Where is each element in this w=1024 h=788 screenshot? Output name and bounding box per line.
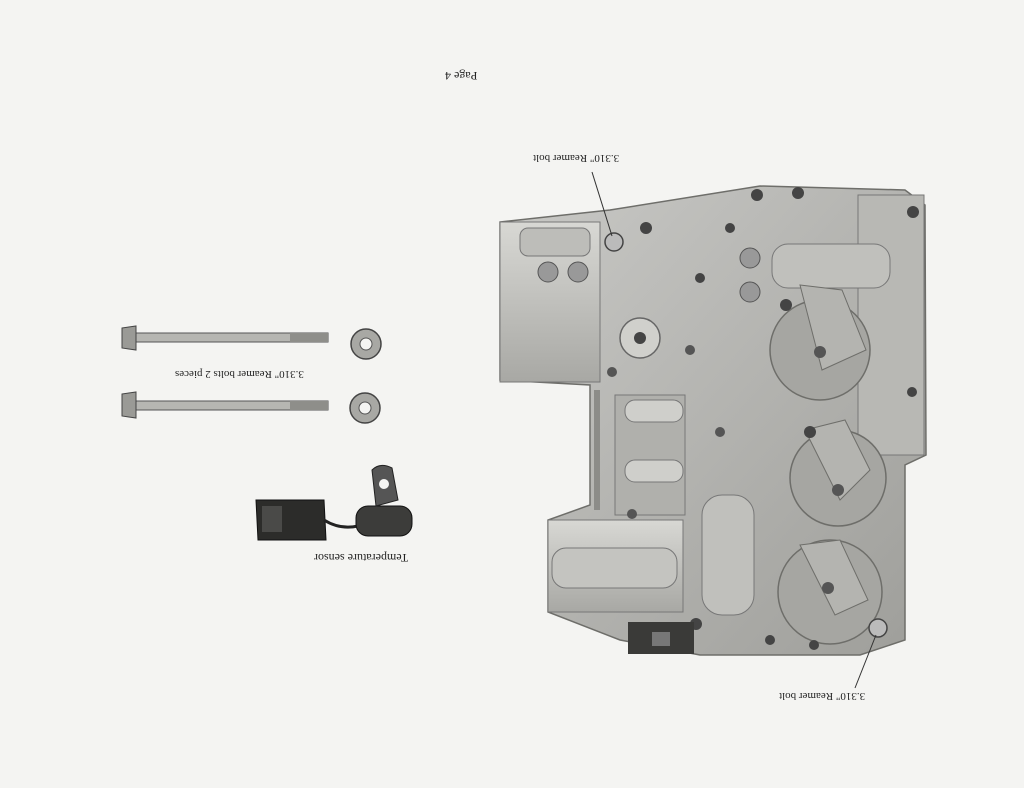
- reamer-bolts-pair-label: 3.310" Reamer bolts 2 pieces: [175, 368, 304, 380]
- reamer-bolt-photo: [121, 391, 329, 419]
- valve-body-photo: [499, 185, 927, 656]
- leader-line: [854, 634, 877, 689]
- page-number: Page 4: [445, 69, 478, 83]
- nut-photo: [350, 328, 382, 360]
- reamer-bolt-photo: [121, 325, 329, 351]
- nut-photo: [349, 392, 381, 424]
- leader-line: [591, 171, 613, 237]
- temperature-sensor-photo: [255, 464, 413, 541]
- reamer-bolt-label-bottom: 3.310" Reamer bolt: [779, 690, 866, 702]
- reamer-bolt-label-top: 3.310" Reamer bolt: [533, 152, 620, 164]
- temperature-sensor-label: Temperature sensor: [314, 551, 409, 565]
